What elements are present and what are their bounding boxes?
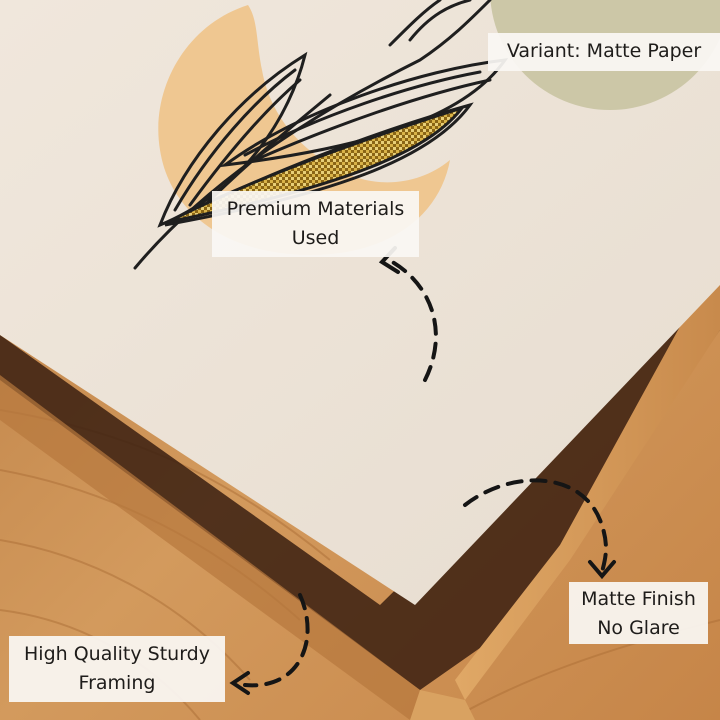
arrowhead-framing <box>229 671 250 695</box>
dashed-arrow-icon <box>383 256 438 382</box>
framing-label: High Quality Sturdy Framing <box>9 636 225 702</box>
frame-right-rail <box>455 280 720 700</box>
dashed-arrow-icon <box>463 478 608 574</box>
arrowhead-matte <box>588 560 616 580</box>
matte-finish-label: Matte Finish No Glare <box>569 582 708 644</box>
frame-left-rail <box>0 375 420 720</box>
framing-line-2: Framing <box>78 672 156 694</box>
matte-line-2: No Glare <box>597 617 680 639</box>
matte-line-1: Matte Finish <box>581 588 696 610</box>
frame-front-rail <box>410 690 475 720</box>
premium-line-2: Used <box>291 227 340 249</box>
variant-text: Variant: Matte Paper <box>506 40 702 62</box>
frame-shadow-interior <box>0 300 720 690</box>
premium-line-1: Premium Materials <box>226 198 405 220</box>
premium-materials-label: Premium Materials Used <box>212 191 419 257</box>
variant-label: Variant: Matte Paper <box>488 33 720 71</box>
framing-line-1: High Quality Sturdy <box>24 643 210 665</box>
